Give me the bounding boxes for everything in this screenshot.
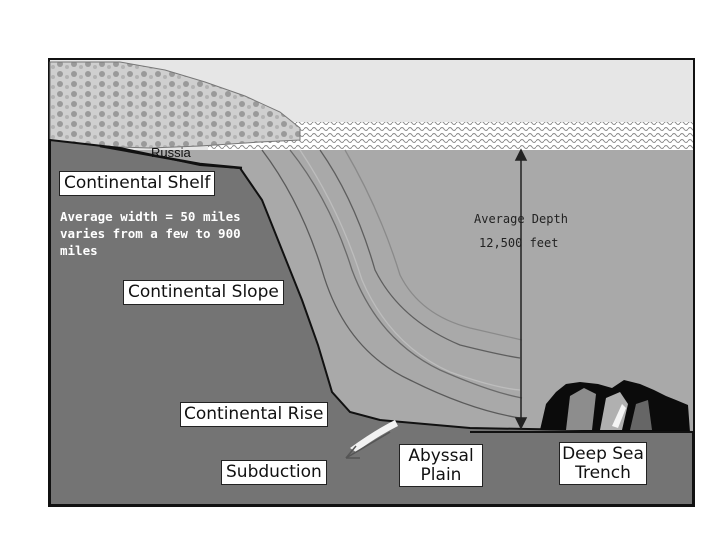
abyssal-plain-label: Abyssal Plain	[399, 444, 483, 488]
abyssal-line-2: Plain	[420, 464, 462, 485]
continental-shelf-label: Continental Shelf	[59, 171, 216, 196]
shelf-width-line-1: Average width = 50 miles	[60, 209, 241, 224]
shelf-edge	[99, 144, 243, 170]
shelf-width-line-2: varies from a few to 900	[60, 226, 241, 241]
deep-sea-trench-label: Deep Sea Trench	[559, 442, 647, 486]
shelf-width-line-3: miles	[60, 243, 98, 258]
trench-line-2: Trench	[575, 462, 631, 483]
depth-value-label: 12,500 feet	[479, 236, 559, 250]
shelf-width-note: Average width = 50 miles varies from a f…	[60, 208, 241, 259]
trench-rocks	[540, 380, 690, 432]
continental-slope-label: Continental Slope	[123, 280, 284, 305]
subduction-arrow	[345, 431, 391, 459]
abyssal-line-1: Abyssal	[408, 446, 474, 466]
russia-label: Russia	[151, 145, 191, 160]
continental-rise-label: Continental Rise	[180, 402, 328, 427]
subduction-plume	[350, 420, 398, 452]
sediment-layers	[261, 149, 523, 419]
average-depth-label: Average Depth	[474, 212, 568, 226]
subduction-label: Subduction	[221, 460, 327, 485]
trench-line-1: Deep Sea	[562, 444, 644, 464]
depth-arrow	[514, 148, 528, 430]
